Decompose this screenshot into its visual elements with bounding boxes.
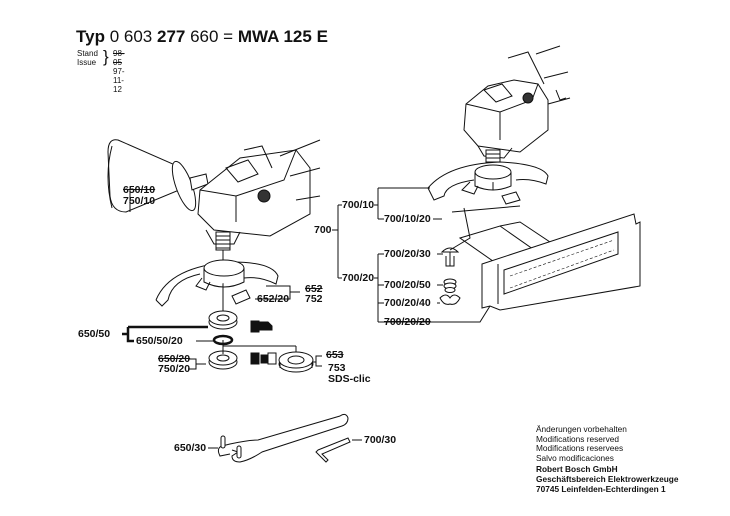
company-address: 70745 Leinfelden-Echterdingen 1	[536, 483, 666, 494]
label-700-20-20: 700/20/20	[384, 316, 431, 328]
label-652: 652	[305, 283, 323, 295]
mounting-symbols	[250, 320, 277, 365]
label-650-30: 650/30	[174, 442, 207, 454]
footer-notes: Änderungen vorbehalten Modifications res…	[536, 424, 679, 494]
issue-value: 97-11-12	[113, 67, 125, 94]
grinder-drawing-left	[197, 139, 321, 312]
flange-parts-drawing	[208, 310, 314, 373]
label-653: 653	[326, 349, 344, 361]
label-750-20: 750/20	[158, 363, 191, 375]
stand-label: Stand	[77, 49, 98, 58]
issue-label: Issue	[77, 58, 97, 67]
label-700-20-40: 700/20/40	[384, 297, 431, 309]
label-650-50: 650/50	[78, 328, 111, 340]
part-number-tail: 660 =	[190, 27, 234, 46]
label-750-10: 750/10	[123, 195, 156, 207]
note-line-de: Änderungen vorbehalten	[536, 424, 627, 434]
note-line-fr: Modifications reservees	[536, 443, 624, 454]
label-sds-clic: SDS-clic	[328, 373, 371, 385]
label-652-20: 652/20	[257, 293, 290, 305]
side-handle-drawing	[107, 139, 209, 213]
label-700-20-50: 700/20/50	[384, 279, 431, 291]
company-name: Robert Bosch GmbH	[536, 464, 618, 475]
leader-lines-left	[122, 285, 322, 370]
label-700-20-30: 700/20/30	[384, 248, 431, 260]
stand-value: 98-05	[113, 49, 125, 67]
revision-info: Stand Issue } 98-05 97-11-12	[77, 48, 125, 94]
label-650-20: 650/20	[158, 353, 191, 365]
guard-drawing-right	[427, 161, 549, 205]
label-650-10: 650/10	[123, 184, 156, 196]
part-number-bold: 277	[156, 27, 186, 46]
note-line-es: Salvo modificaciones	[536, 452, 614, 463]
typ-label: Typ	[76, 27, 105, 46]
brace-icon: }	[103, 47, 109, 66]
part-number: 0 603	[109, 27, 153, 46]
pin-wrench-drawing	[208, 413, 349, 463]
model-name: MWA 125 E	[237, 27, 328, 46]
label-700-30: 700/30	[364, 434, 397, 446]
label-650-50-20: 650/50/20	[136, 335, 183, 347]
label-753: 753	[328, 362, 346, 374]
note-line-en: Modifications reserved	[536, 433, 620, 444]
document-title: Typ 0 603 277 660 = MWA 125 E	[76, 27, 328, 47]
label-700: 700	[314, 224, 332, 236]
leader-lines-right	[332, 187, 443, 322]
label-700-10: 700/10	[342, 199, 375, 211]
company-division: Geschäftsbereich Elektrowerkzeuge	[536, 473, 679, 484]
parallel-guide-drawing	[378, 205, 641, 323]
guard-drawing-left	[155, 259, 279, 307]
label-700-20: 700/20	[342, 272, 375, 284]
label-752: 752	[305, 293, 323, 305]
hex-key-drawing	[315, 437, 362, 463]
label-700-10-20: 700/10/20	[384, 213, 431, 225]
